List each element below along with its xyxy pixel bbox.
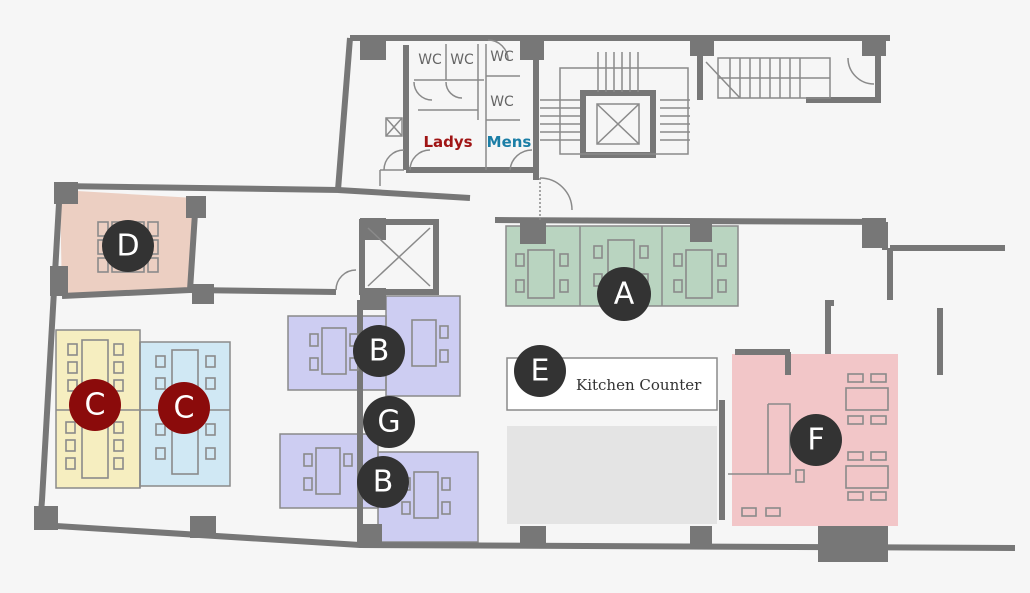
marker-f[interactable]: F xyxy=(790,414,842,466)
ladys-label: Ladys xyxy=(423,133,472,151)
wc-label-2: WC xyxy=(450,52,474,68)
elevator-lower xyxy=(359,219,439,295)
marker-b-top[interactable]: B xyxy=(353,325,405,377)
marker-c-right[interactable]: C xyxy=(158,382,210,434)
marker-c-left[interactable]: C xyxy=(69,379,121,431)
svg-text:D: D xyxy=(116,229,139,264)
svg-text:C: C xyxy=(174,391,195,426)
stairs-right xyxy=(705,57,831,99)
marker-a[interactable]: A xyxy=(597,267,651,321)
wc-label-3: WC xyxy=(490,49,514,65)
elevator-upper xyxy=(580,90,656,158)
svg-text:A: A xyxy=(614,277,635,312)
kitchen-counter-label: Kitchen Counter xyxy=(576,376,702,394)
marker-d[interactable]: D xyxy=(102,220,154,272)
marker-g[interactable]: G xyxy=(363,396,415,448)
wc-label-1: WC xyxy=(418,52,442,68)
wc-label-4: WC xyxy=(490,94,514,110)
svg-text:F: F xyxy=(807,423,824,458)
restroom-walls xyxy=(335,39,875,291)
svg-text:B: B xyxy=(373,465,394,500)
mens-label: Mens xyxy=(487,133,532,151)
svg-text:E: E xyxy=(531,354,550,389)
kitchen-area xyxy=(507,426,717,524)
marker-b-bottom[interactable]: B xyxy=(357,456,409,508)
marker-e[interactable]: E xyxy=(514,345,566,397)
svg-text:G: G xyxy=(377,405,400,440)
svg-text:C: C xyxy=(85,388,106,423)
svg-text:B: B xyxy=(369,334,390,369)
stairs-center xyxy=(540,52,690,155)
